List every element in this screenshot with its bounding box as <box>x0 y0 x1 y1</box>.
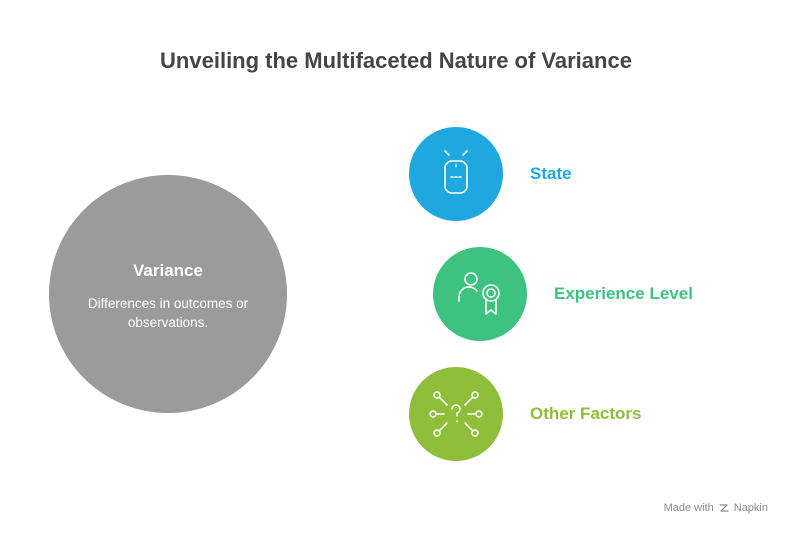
other-factors-label: Other Factors <box>530 404 642 423</box>
variance-title: Variance <box>133 261 203 280</box>
napkin-logo-icon <box>719 504 729 512</box>
experience-level-label: Experience Level <box>554 284 693 303</box>
napkin-brand-text: Napkin <box>733 502 768 514</box>
experience-level-node <box>433 247 527 341</box>
variance-description: Differences in outcomes or observations. <box>87 296 249 330</box>
person-certificate-icon <box>458 272 500 315</box>
made-with-napkin-footer: Made with Napkin <box>664 502 768 514</box>
made-with-text: Made with <box>663 502 714 514</box>
state-node <box>409 127 503 221</box>
question-network-icon <box>429 391 483 437</box>
page-title: Unveiling the Multifaceted Nature of Var… <box>160 48 632 73</box>
smartphone-signal-icon <box>444 150 468 194</box>
other-factors-node <box>409 367 503 461</box>
state-label: State <box>530 164 572 183</box>
variance-circle <box>49 175 287 413</box>
